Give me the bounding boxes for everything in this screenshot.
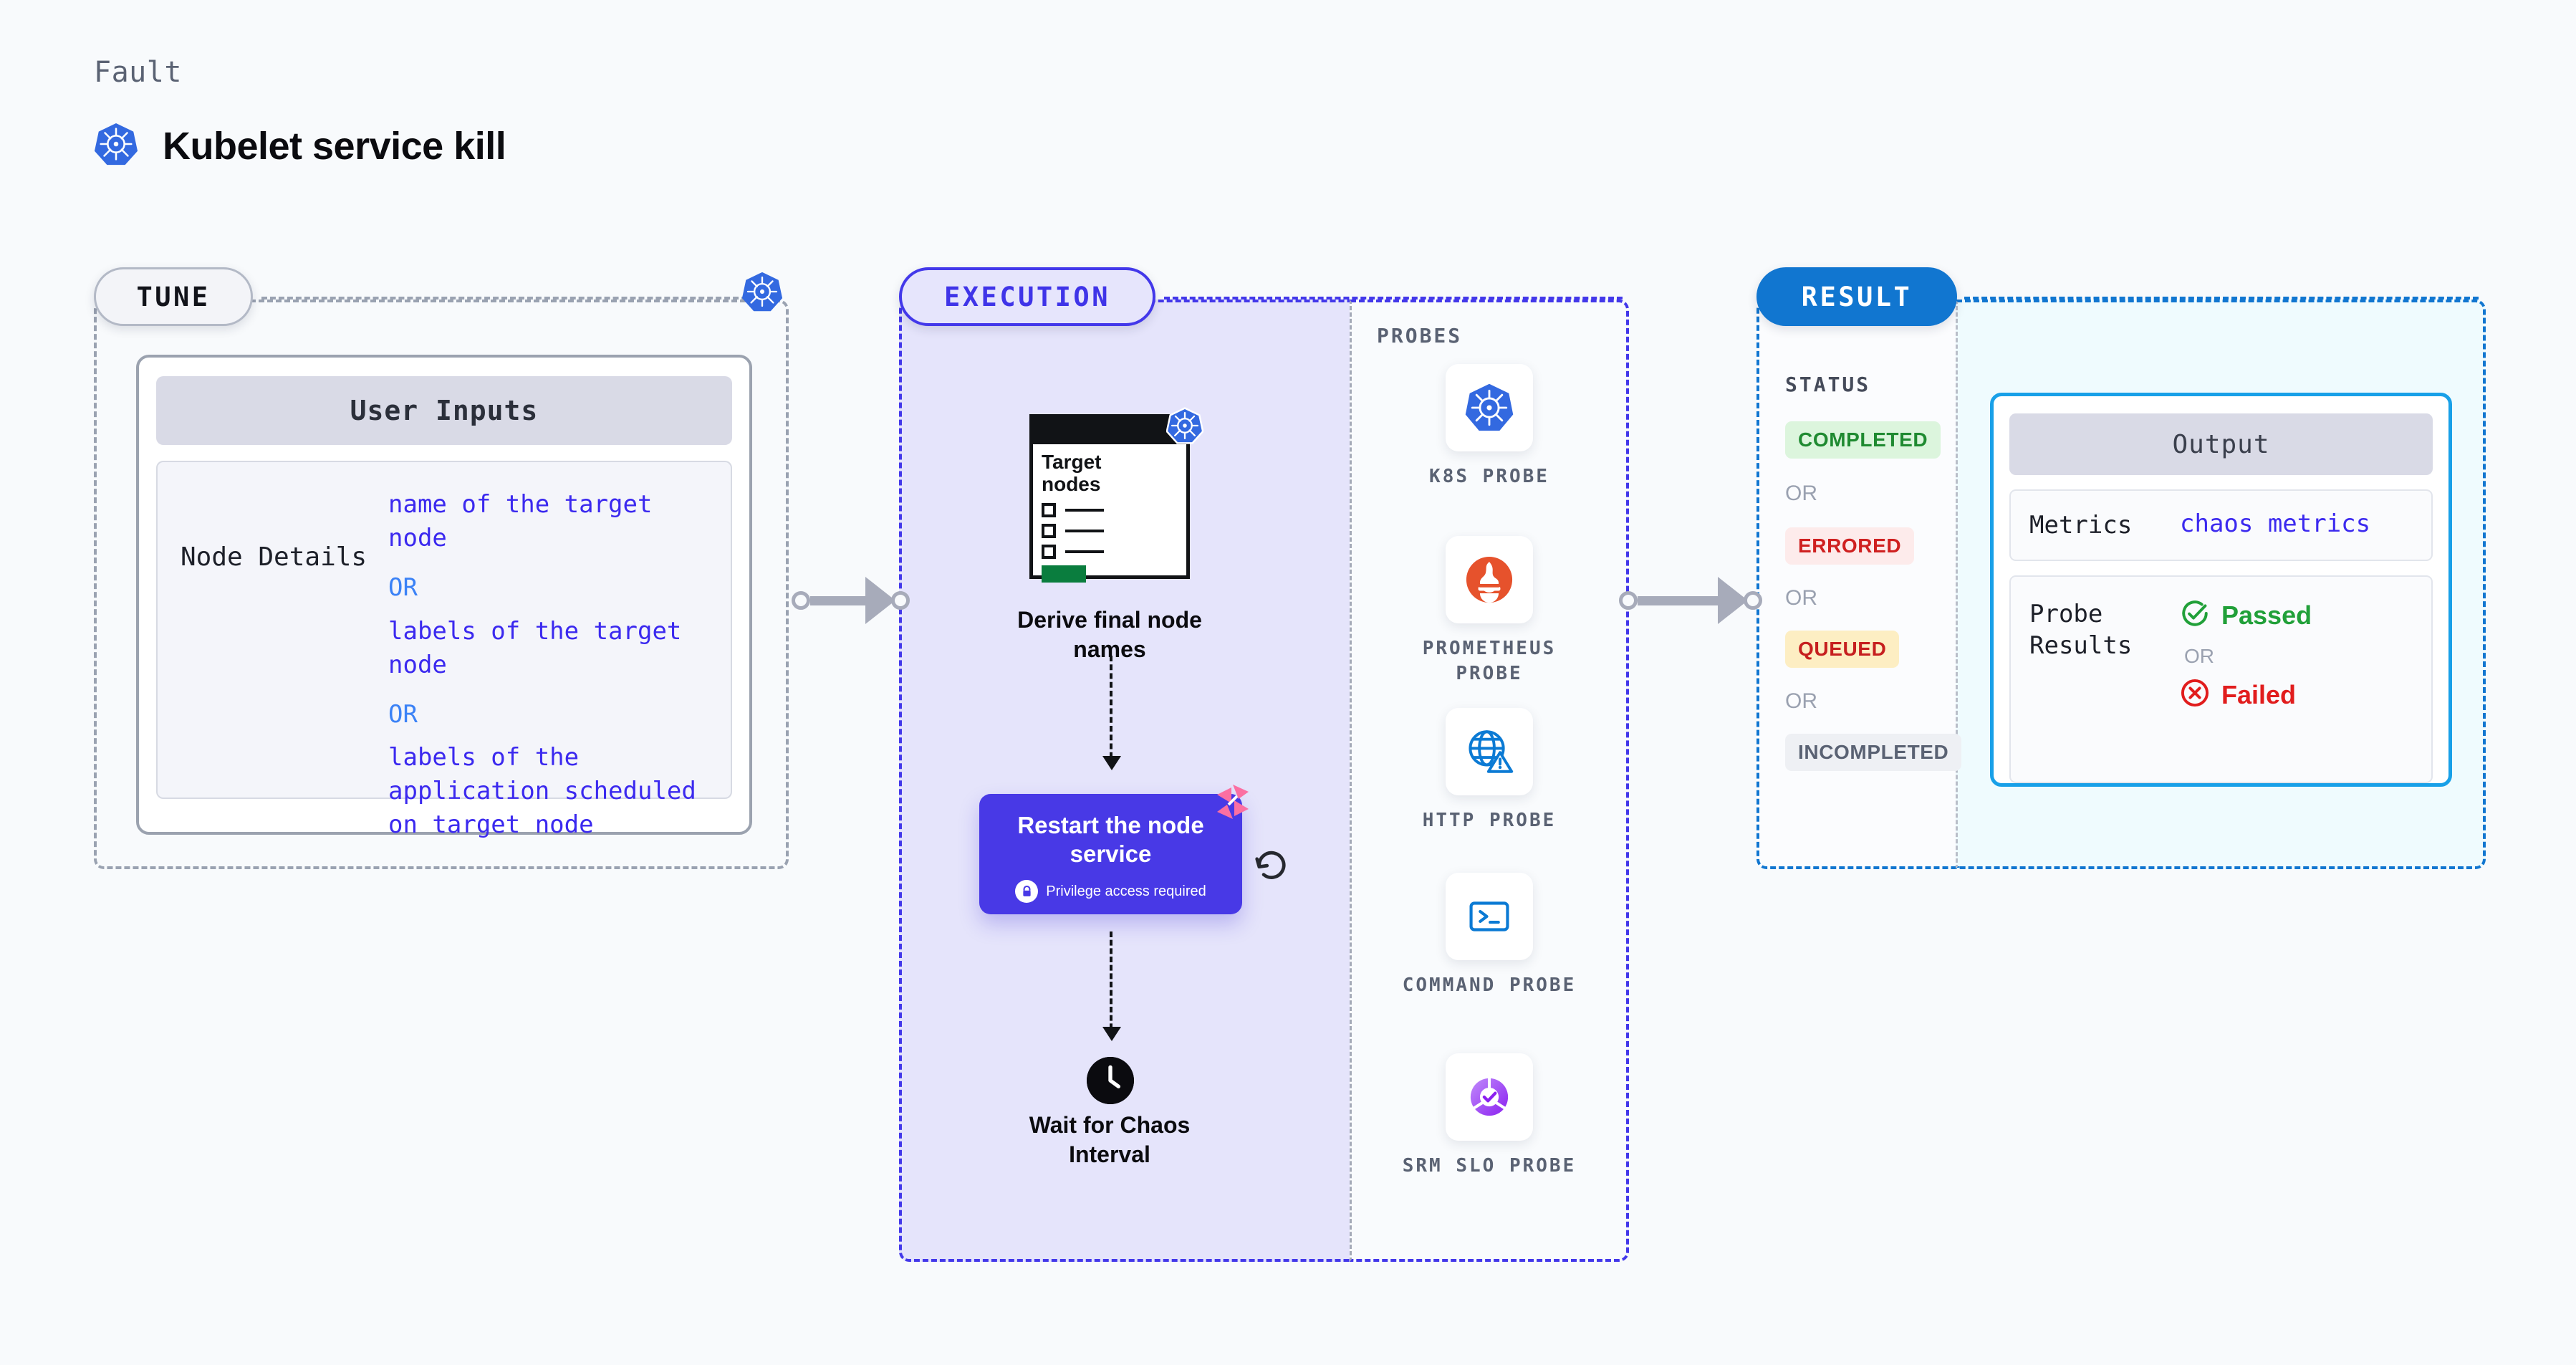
document-checkbox-rows <box>1042 503 1104 583</box>
status-badge-queued: QUEUED <box>1785 631 1900 668</box>
litmus-chaos-icon <box>1214 783 1251 824</box>
connector-arrowhead <box>1718 577 1748 624</box>
probe-result-failed: Failed <box>2180 678 2312 712</box>
page-title-row: Kubelet service kill <box>94 122 506 170</box>
execution-pill-connector <box>1164 297 1623 300</box>
output-header: Output <box>2009 413 2433 475</box>
x-circle-icon <box>2180 678 2210 712</box>
kubernetes-icon <box>741 271 783 316</box>
status-badge-completed: COMPLETED <box>1785 421 1941 459</box>
probe-failed-label: Failed <box>2221 679 2297 709</box>
lock-icon <box>1015 880 1039 904</box>
step-caption-wait-interval: Wait for Chaos Interval <box>1029 1112 1191 1167</box>
metrics-value[interactable]: chaos metrics <box>2180 509 2371 538</box>
status-section-label: STATUS <box>1785 373 1871 396</box>
prometheus-icon <box>1446 536 1533 623</box>
page-title: Kubelet service kill <box>163 124 506 168</box>
probe-item-srm-slo[interactable]: SRM SLO PROBE <box>1396 1053 1582 1179</box>
target-nodes-document-icon: Target nodes <box>1029 414 1190 583</box>
status-or-separator: OR <box>1785 586 1817 610</box>
status-or-separator: OR <box>1785 482 1817 505</box>
kubernetes-icon <box>1166 407 1204 448</box>
document-topbar <box>1029 414 1190 444</box>
step-caption-derive-nodes: Derive final node names <box>1017 607 1202 662</box>
output-probe-results-row: Probe Results Passed OR <box>2009 575 2433 784</box>
flow-arrow-down <box>1102 931 1121 1041</box>
line-rule <box>1065 550 1104 553</box>
line-rule <box>1065 509 1104 512</box>
execution-pill: EXECUTION <box>899 267 1155 326</box>
probe-label: COMMAND PROBE <box>1402 974 1577 996</box>
terminal-icon <box>1446 873 1533 960</box>
execution-to-result-connector <box>1619 577 1762 624</box>
connector-arrowhead <box>865 577 895 624</box>
probe-label: HTTP PROBE <box>1422 810 1557 831</box>
probe-results-values: Passed OR Failed <box>2180 598 2312 763</box>
probe-label: PROMETHEUS PROBE <box>1422 638 1557 685</box>
kubernetes-icon <box>1446 364 1533 451</box>
document-row <box>1042 545 1104 559</box>
result-pill: RESULT <box>1756 267 1957 326</box>
probe-result-passed: Passed <box>2180 598 2312 632</box>
result-pill-connector <box>1964 297 2479 300</box>
connector-bar <box>1638 595 1720 605</box>
status-badge-errored: ERRORED <box>1785 527 1915 565</box>
tune-region <box>94 300 789 869</box>
output-metrics-row: Metrics chaos metrics <box>2009 489 2433 562</box>
document-row <box>1042 503 1104 517</box>
output-card: Output Metrics chaos metrics Probe Resul… <box>1990 393 2452 787</box>
node-details-row: Node Details name of the target node OR … <box>156 461 732 839</box>
status-badge-incompleted: INCOMPLETED <box>1785 734 1962 771</box>
probe-passed-label: Passed <box>2221 600 2312 630</box>
probe-or-separator: OR <box>2184 645 2214 668</box>
probe-results-key: Probe Results <box>2029 600 2133 661</box>
checkbox-icon <box>1042 545 1056 559</box>
node-details-value-0: name of the target node <box>388 490 653 552</box>
probe-label: SRM SLO PROBE <box>1402 1155 1577 1177</box>
connector-end-dot <box>1744 591 1762 610</box>
restart-node-service-card[interactable]: Restart the node service Privilege acces… <box>979 794 1242 914</box>
probe-label: K8S PROBE <box>1429 466 1549 487</box>
page-eyebrow: Fault <box>94 56 182 89</box>
or-separator-0: OR <box>388 573 418 602</box>
result-status-region <box>1756 300 1957 869</box>
node-details-values: name of the target node OR labels of the… <box>388 488 724 842</box>
green-highlight-bar <box>1042 565 1086 583</box>
action-card-title: Restart the node service <box>1017 811 1204 867</box>
probe-item-prometheus[interactable]: PROMETHEUS PROBE <box>1396 536 1582 686</box>
connector-start-dot <box>792 591 810 610</box>
tune-pill: TUNE <box>94 267 253 326</box>
checkbox-icon <box>1042 524 1056 538</box>
line-rule <box>1065 530 1104 532</box>
privilege-note: Privilege access required <box>1015 880 1206 904</box>
node-details-value-2: labels of the application scheduled on t… <box>388 743 696 840</box>
document-title: Target nodes <box>1042 451 1102 495</box>
or-separator-1: OR <box>388 699 418 729</box>
status-or-separator: OR <box>1785 689 1817 713</box>
probe-item-command[interactable]: COMMAND PROBE <box>1396 873 1582 998</box>
checkbox-icon <box>1042 503 1056 517</box>
flow-arrow-down <box>1102 656 1121 770</box>
user-inputs-card: User Inputs Node Details name of the tar… <box>136 355 752 839</box>
probe-item-http[interactable]: HTTP PROBE <box>1396 708 1582 833</box>
node-details-value-1: labels of the target node <box>388 616 682 679</box>
probe-item-k8s[interactable]: K8S PROBE <box>1396 364 1582 489</box>
tune-to-execution-connector <box>792 577 910 624</box>
user-inputs-header: User Inputs <box>156 376 732 445</box>
connector-end-dot <box>891 591 910 610</box>
tune-pill-connector <box>261 297 756 300</box>
refresh-icon <box>1254 846 1289 885</box>
node-details-key: Node Details <box>181 542 367 572</box>
globe-warning-icon <box>1446 708 1533 795</box>
check-circle-icon <box>2180 598 2210 632</box>
connector-bar <box>810 595 868 605</box>
srm-slo-donut-icon <box>1446 1053 1533 1141</box>
probes-section-label: PROBES <box>1377 324 1463 348</box>
document-row <box>1042 524 1104 538</box>
clock-icon <box>1087 1057 1134 1104</box>
kubernetes-icon <box>94 122 138 170</box>
privilege-note-text: Privilege access required <box>1046 883 1206 899</box>
metrics-key: Metrics <box>2029 511 2133 540</box>
connector-start-dot <box>1619 591 1638 610</box>
